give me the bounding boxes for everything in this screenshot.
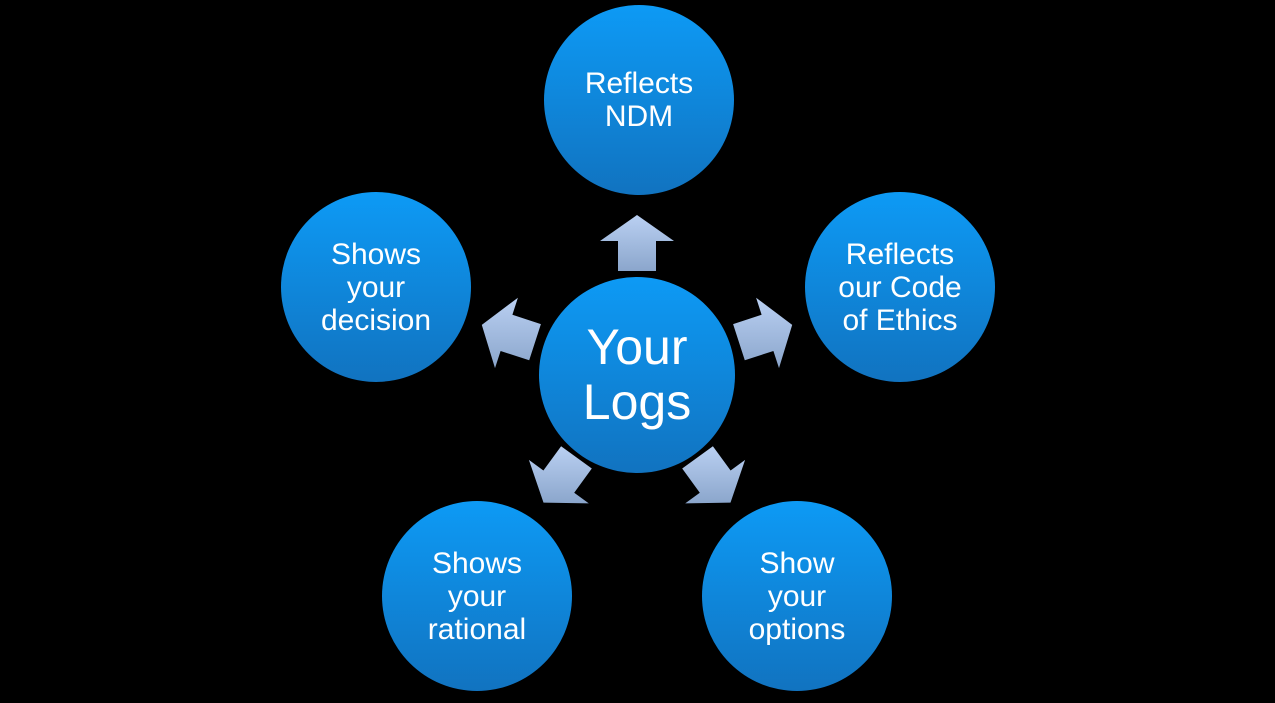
arrow-up-icon (600, 215, 674, 271)
node-shows-your-rational-label: Shows your rational (427, 546, 527, 646)
node-reflects-code-of-ethics-label: Reflects our Code of Ethics (838, 237, 962, 337)
arrow-upper-left-icon (481, 297, 541, 369)
node-shows-your-rational: Shows your rational (382, 501, 572, 691)
node-your-logs: Your Logs (539, 277, 735, 473)
arrow-upper-right-icon (733, 297, 793, 369)
node-reflects-ndm: Reflects NDM (544, 5, 734, 195)
node-reflects-code-of-ethics: Reflects our Code of Ethics (805, 192, 995, 382)
node-shows-your-decision: Shows your decision (281, 192, 471, 382)
node-show-your-options-label: Show your options (748, 546, 846, 646)
node-reflects-ndm-label: Reflects NDM (584, 67, 694, 133)
node-shows-your-decision-label: Shows your decision (320, 237, 432, 337)
node-show-your-options: Show your options (702, 501, 892, 691)
node-your-logs-label: Your Logs (582, 319, 692, 430)
